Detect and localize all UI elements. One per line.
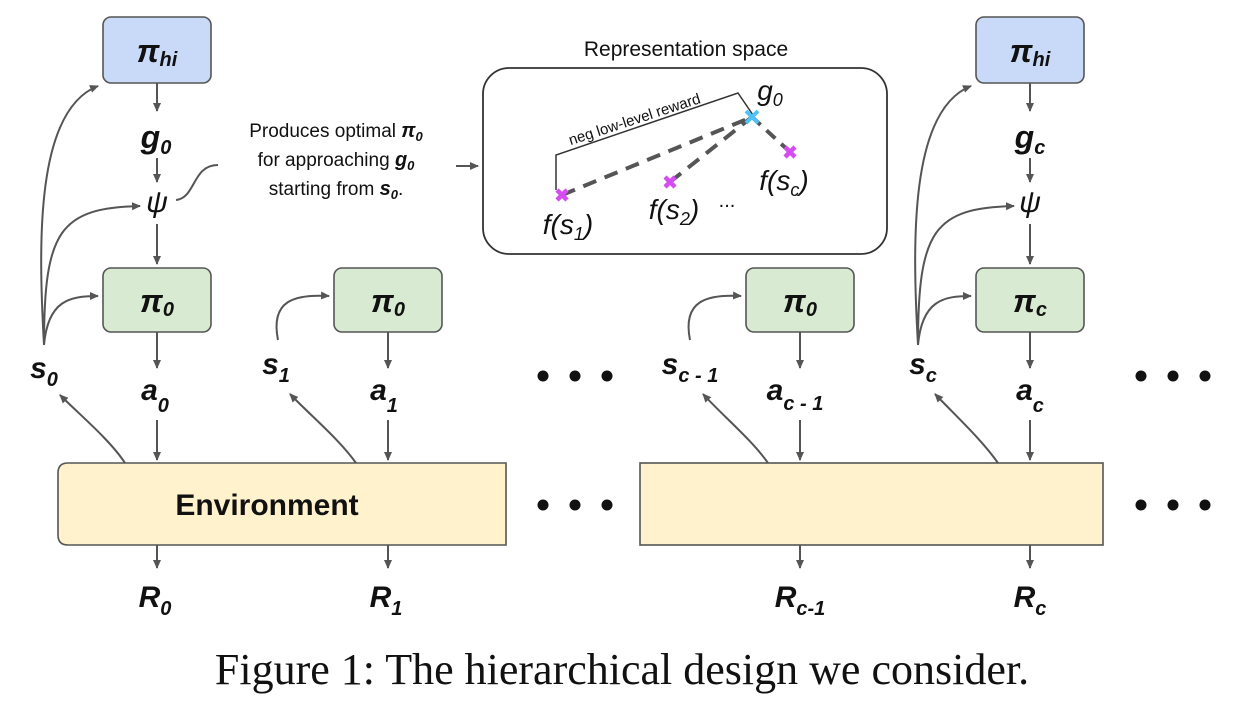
dash-f1-g0 [561,115,753,197]
pi-1-label: π0 [371,283,405,321]
arrow-s0-to-pi0 [43,292,99,346]
state-s0: s0 [30,352,58,391]
psi-left: ψ [146,186,168,219]
reward-bracket [555,92,754,190]
goal-marker [744,109,760,125]
action-a1: a1 [370,374,398,417]
state-marker-f1 [555,188,569,202]
dash-f2-g0 [668,115,754,184]
arrow-sc-to-pic [917,292,972,346]
ellipsis-mid-top [537,370,613,382]
rep-fc-label: f(sc) [759,165,808,200]
arrow-env-to-s1 [289,393,357,464]
state-sc1: sc - 1 [662,348,719,387]
arrow-sc-to-pihi [914,85,972,346]
arrow-sc-to-psi [917,202,1015,346]
ellipsis-right-top [1135,370,1211,382]
state-s1: s1 [262,348,290,387]
ellipsis-right-env [1135,499,1211,511]
annotation-connector [175,164,219,201]
state-marker-f2 [663,175,677,189]
rep-space-box [482,67,888,255]
rep-f2-label: f(s2) [649,194,699,229]
action-ac: ac [1016,374,1044,417]
rep-f1-label: f(s1) [543,209,593,244]
environment-left [57,462,507,546]
ellipsis-mid-env [537,499,613,511]
action-a0: a0 [141,374,169,417]
annotation-line-2: for approaching g0 [258,149,416,173]
arrow-env-to-sc1 [702,393,769,464]
reward-r1: R1 [370,581,403,620]
dash-fc-g0 [750,115,792,154]
annotation-line-3: starting from s0. [269,178,404,202]
reward-r0: R0 [139,581,172,620]
arrow-s1-to-pi1 [275,291,330,341]
rep-goal-label: g0 [757,75,783,110]
environment-label: Environment [175,489,358,522]
pi-0-label: π0 [140,283,174,321]
state-marker-fc [783,145,797,159]
action-ac1: ac - 1 [767,374,824,415]
reward-rc: Rc [1014,581,1047,620]
pi-hi-right-label: πhi [1010,33,1051,71]
pi-c-label: πc [1013,283,1047,321]
annotation-line-1: Produces optimal π0 [249,120,423,144]
goal-gc: gc [1014,119,1046,159]
pi-c1-label: π0 [783,283,817,321]
rep-ellipsis: ... [719,190,736,212]
pi-hi-left-label: πhi [137,33,178,71]
arrow-env-to-sc [934,393,999,464]
arrow-sc1-to-pic1 [687,291,742,341]
goal-g0: g0 [140,119,172,159]
arrow-s0-to-pihi [40,85,99,346]
rep-space-title: Representation space [584,38,788,61]
reward-rc1: Rc-1 [775,581,826,620]
arrow-s0-to-psi [43,202,141,346]
psi-right: ψ [1019,186,1041,219]
environment-right [639,462,1104,546]
state-sc: sc [909,348,937,387]
figure-caption: Figure 1: The hierarchical design we con… [215,645,1029,694]
arrow-env-to-s0 [59,394,126,464]
